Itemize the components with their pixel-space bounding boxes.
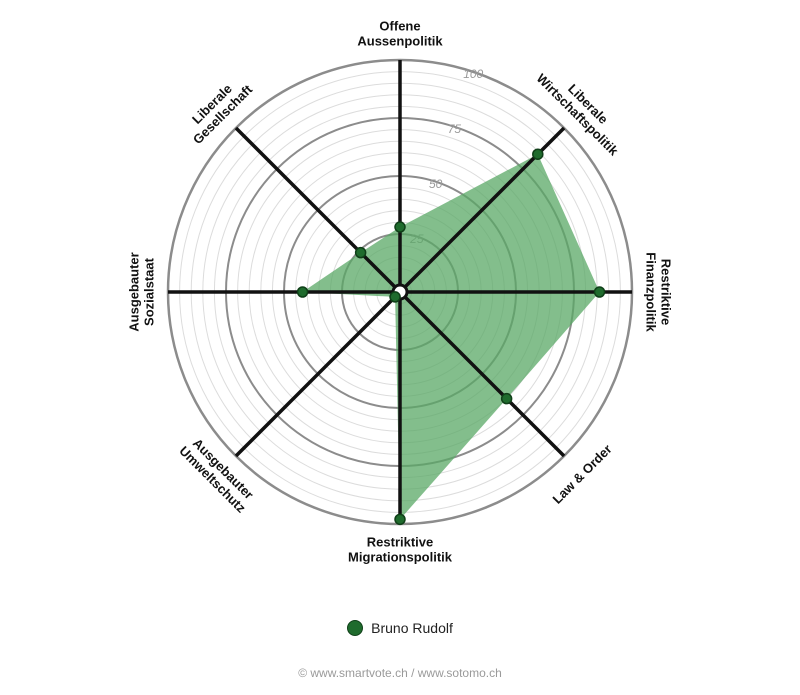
tick-label: 50 <box>429 177 443 191</box>
axis-label: Restriktive <box>659 259 674 325</box>
axis-label: Sozialstaat <box>142 257 157 326</box>
axis-line <box>234 290 402 458</box>
axis-line <box>234 126 402 294</box>
data-point <box>394 513 406 526</box>
data-point <box>593 286 606 298</box>
axis-label: Ausgebauter <box>127 252 142 331</box>
legend-marker <box>347 620 364 636</box>
data-point <box>500 392 513 405</box>
tick-label: 75 <box>448 122 462 136</box>
tick-label: 100 <box>463 67 483 81</box>
series-area <box>302 154 600 520</box>
data-point <box>296 286 309 298</box>
legend: Bruno Rudolf <box>0 620 800 636</box>
data-point <box>532 148 544 160</box>
copyright-footer: © www.smartvote.ch / www.sotomo.ch <box>298 666 502 680</box>
axis-label: Finanzpolitik <box>644 252 659 332</box>
axis-label: Aussenpolitik <box>357 34 443 49</box>
axis-label: Migrationspolitik <box>348 550 453 565</box>
axis-label: Offene <box>379 19 420 34</box>
spider-chart: 255075100OffeneAussenpolitikLiberaleWirt… <box>127 19 674 565</box>
data-point <box>394 221 406 233</box>
data-point <box>354 246 367 259</box>
data-point <box>389 291 401 303</box>
axis-line <box>398 290 566 458</box>
legend-label: Bruno Rudolf <box>371 620 453 636</box>
axis-label: Restriktive <box>367 535 433 550</box>
